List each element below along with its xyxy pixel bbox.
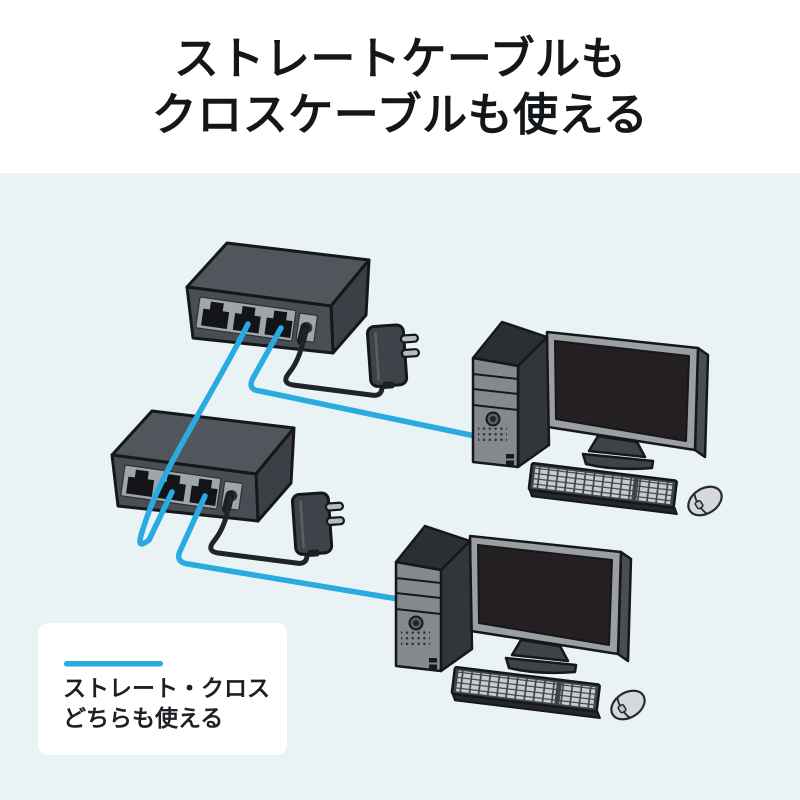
lan-cable-switch2-to-pc2 xyxy=(175,493,401,602)
legend-label-line1: ストレート・クロス xyxy=(63,675,270,701)
title-area: ストレートケーブルも クロスケーブルも使える xyxy=(0,0,800,173)
legend-label-line2: どちらも使える xyxy=(63,705,224,731)
lan-cable-switch-to-switch xyxy=(137,321,251,547)
page-title-line2: クロスケーブルも使える xyxy=(151,89,649,140)
cable-legend-swatch xyxy=(64,654,164,672)
cable-line-icon xyxy=(64,661,163,667)
page-title-line1: ストレートケーブルも xyxy=(173,33,627,84)
legend-label: ストレート・クロス どちらも使える xyxy=(63,673,270,733)
lan-cable-switch1-to-pc1 xyxy=(248,325,478,439)
legend-box: ストレート・クロス どちらも使える xyxy=(38,623,287,755)
